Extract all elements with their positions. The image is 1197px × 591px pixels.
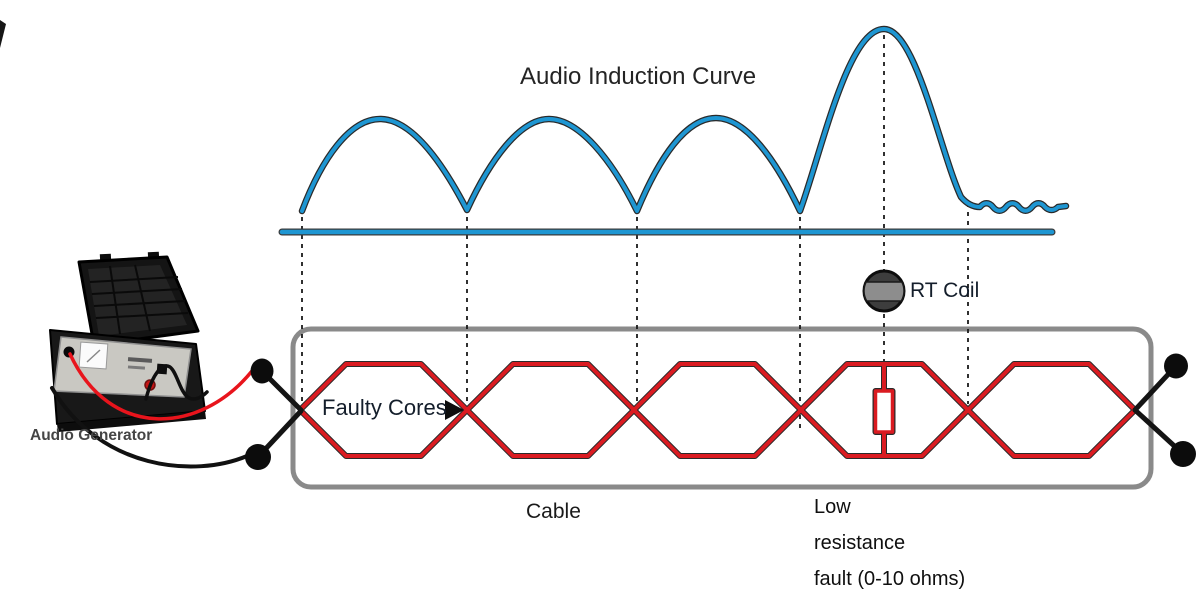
cable-label: Cable [526,500,581,523]
test-lead-terminal-icon [245,444,271,470]
diagram-title: Audio Induction Curve [520,63,757,90]
panel-marking-1 [127,357,153,363]
fault-label-line-2: resistance [814,532,906,554]
fault-label-line-3: fault (0-10 ohms) [814,568,966,590]
case-base [57,411,206,432]
resistor-fault-icon [873,389,895,434]
rt-coil-label: RT Coil [910,279,980,302]
test-lead-terminal-icon [250,358,274,384]
foam-texture [89,264,189,335]
audio-generator-case-icon [49,251,206,432]
panel-marking-2 [127,365,146,370]
right-terminals [1132,353,1196,467]
faulty-cores-label: Faulty Cores [322,395,447,420]
twisted-pair-cores [298,362,1137,458]
test-lead-terminal-icon [1164,353,1188,379]
sine-wave-icon [144,364,209,401]
red-test-lead [68,352,254,421]
rt-coil-band [863,281,905,302]
test-lead-terminal-icon [1170,441,1196,467]
audio-generator-label: Audio Generator [30,427,153,444]
left-terminals [245,358,304,470]
fault-label: Low resistance fault (0-10 ohms) [814,489,1014,591]
faulty-cores-arrow-icon [445,400,464,420]
cable-box [290,326,1154,490]
meter-needle [86,349,101,363]
fault-label-line-1: Low [814,496,851,518]
edge-artifact [0,20,6,48]
twisted-pair-path [298,362,1137,458]
black-test-lead [50,386,249,469]
induction-curve-outline [298,25,1070,215]
rt-coil-icon [862,269,906,313]
induction-curve [300,27,1068,213]
